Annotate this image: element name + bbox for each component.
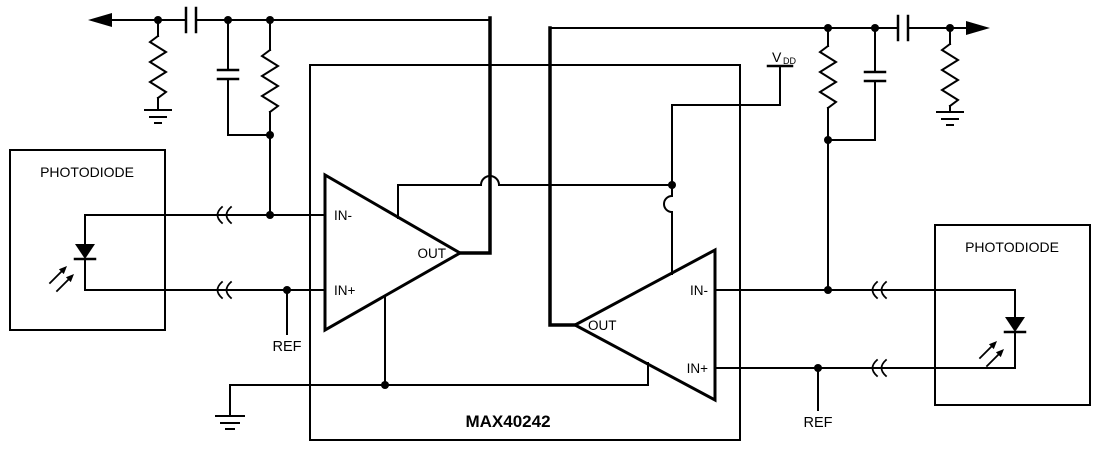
right-light-arrows-icon [978, 341, 1004, 368]
ground-symbol-center [215, 415, 245, 430]
feedback-resistor-left [260, 19, 280, 216]
opamp1-power-wire [397, 175, 673, 219]
ground-symbol-left [144, 109, 172, 124]
opamp1-output-wire [458, 16, 492, 255]
opamp2-triangle [571, 247, 717, 403]
right-photodiode-box [934, 224, 1091, 406]
vdd-wire [671, 65, 781, 193]
opamp2-out-label: OUT [588, 318, 617, 333]
opamp2-output-wire [548, 26, 577, 327]
termination-resistor-right [940, 27, 960, 113]
ic-boundary-box [309, 64, 741, 441]
opamp1-triangle [323, 172, 464, 333]
right-photodiode [934, 224, 1091, 406]
right-input-lines [714, 280, 1016, 411]
vdd-label: V [772, 49, 782, 65]
ground-symbol-right [936, 111, 964, 126]
junction-dots [154, 16, 954, 389]
coupling-capacitor-right [896, 14, 910, 42]
left-photodiode [9, 149, 166, 331]
vdd-label-subscript: DD [783, 56, 796, 66]
vdd-supply [663, 64, 794, 275]
left-feedback-network [216, 19, 280, 216]
cable-break-icon-right-top [871, 280, 888, 300]
right-output-network [549, 14, 990, 291]
right-photodiode-label: PHOTODIODE [965, 239, 1059, 255]
opamp1-in-plus-label: IN+ [334, 283, 356, 298]
ic-part-number-label: MAX40242 [465, 412, 550, 431]
cable-break-icon-left-bottom [216, 280, 233, 300]
ground-bus [215, 362, 649, 430]
opamp1-out-label: OUT [418, 246, 447, 261]
feedback-capacitor-right [863, 27, 887, 141]
vdd-branch-jog [663, 191, 673, 275]
cable-break-icon-right-bottom [871, 358, 888, 378]
opamp2 [548, 26, 717, 403]
feedback-capacitor-left [216, 19, 240, 136]
left-output-network [88, 6, 491, 124]
opamp2-in-minus-label: IN- [690, 283, 708, 298]
left-input-lines [84, 205, 326, 335]
coupling-capacitor-left [184, 6, 198, 34]
cable-break-icon-left-top [216, 205, 233, 225]
left-light-arrows-icon [48, 266, 74, 293]
ref-label-left: REF [273, 339, 302, 355]
left-photodiode-box [9, 149, 166, 331]
ref-label-right: REF [804, 415, 833, 431]
right-photodiode-diode-icon [1005, 317, 1025, 332]
opamp2-in-plus-label: IN+ [687, 361, 709, 376]
left-photodiode-diode-icon [75, 244, 95, 259]
opamp1-in-minus-label: IN- [334, 208, 352, 223]
termination-resistor-left [148, 19, 168, 111]
left-photodiode-label: PHOTODIODE [40, 164, 134, 180]
output-arrow-left-icon [88, 13, 112, 27]
output-arrow-right-icon [966, 21, 990, 35]
opamp1 [323, 16, 673, 386]
feedback-resistor-right [818, 27, 838, 291]
